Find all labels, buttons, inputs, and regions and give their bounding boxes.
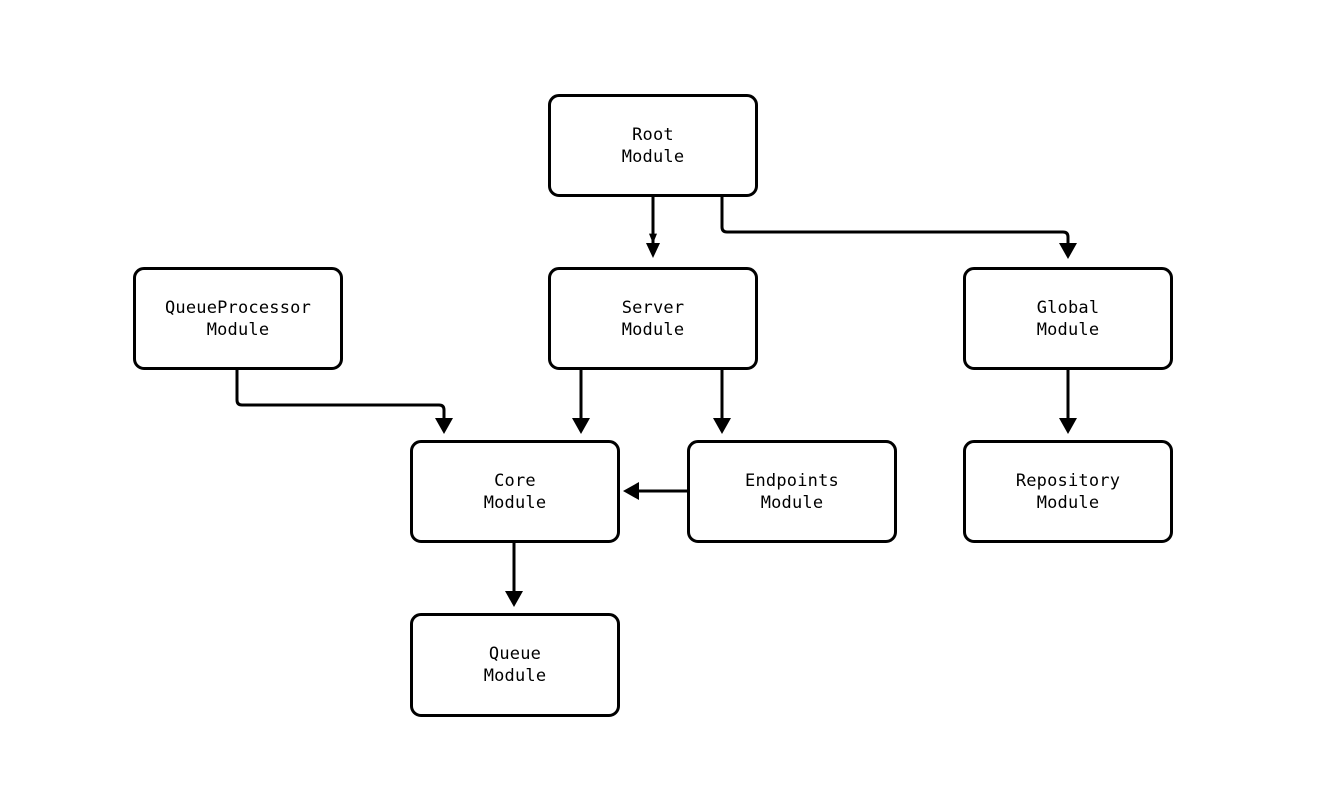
node-label-line2: Module	[621, 146, 685, 167]
edge-server-to-core	[572, 370, 590, 434]
node-label-line1: QueueProcessor	[164, 297, 312, 318]
edge-core-to-queue	[505, 543, 523, 607]
edge-endpoints-to-core	[623, 482, 687, 500]
node-label-line1: Root	[632, 124, 674, 145]
core-module-node[interactable]: Core Module	[410, 440, 620, 543]
node-label-line1: Endpoints	[745, 470, 839, 491]
node-label-line2: Module	[483, 492, 547, 513]
edge-root-to-global	[720, 197, 1077, 259]
global-module-node[interactable]: Global Module	[963, 267, 1173, 370]
node-label-line2: Module	[1036, 319, 1100, 340]
node-label-line1: Repository	[1015, 470, 1121, 491]
node-label-line2: Module	[483, 666, 547, 686]
queueprocessor-module-node[interactable]: QueueProcessor Module	[133, 267, 343, 370]
node-label-line2: Module	[760, 492, 824, 513]
root-module-node[interactable]: Root Module	[548, 94, 758, 197]
edge-server-to-endpoints	[713, 370, 731, 434]
node-label-line2: Module	[621, 319, 685, 340]
edge-root-to-server	[646, 197, 660, 258]
edge-global-to-repository	[1059, 370, 1077, 434]
endpoints-module-node[interactable]: Endpoints Module	[687, 440, 897, 543]
server-module-node[interactable]: Server Module	[548, 267, 758, 370]
node-label-line2: Module	[1036, 492, 1100, 513]
repository-module-node[interactable]: Repository Module	[963, 440, 1173, 543]
queue-module-node[interactable]: Queue Module	[410, 613, 620, 717]
node-label-line1: Global	[1036, 297, 1100, 318]
node-label-line1: Core	[494, 470, 536, 491]
node-label-line2: Module	[206, 319, 270, 340]
node-label-line1: Queue	[488, 644, 542, 664]
edge-queueprocessor-to-core	[235, 370, 453, 434]
node-label-line1: Server	[621, 297, 685, 318]
